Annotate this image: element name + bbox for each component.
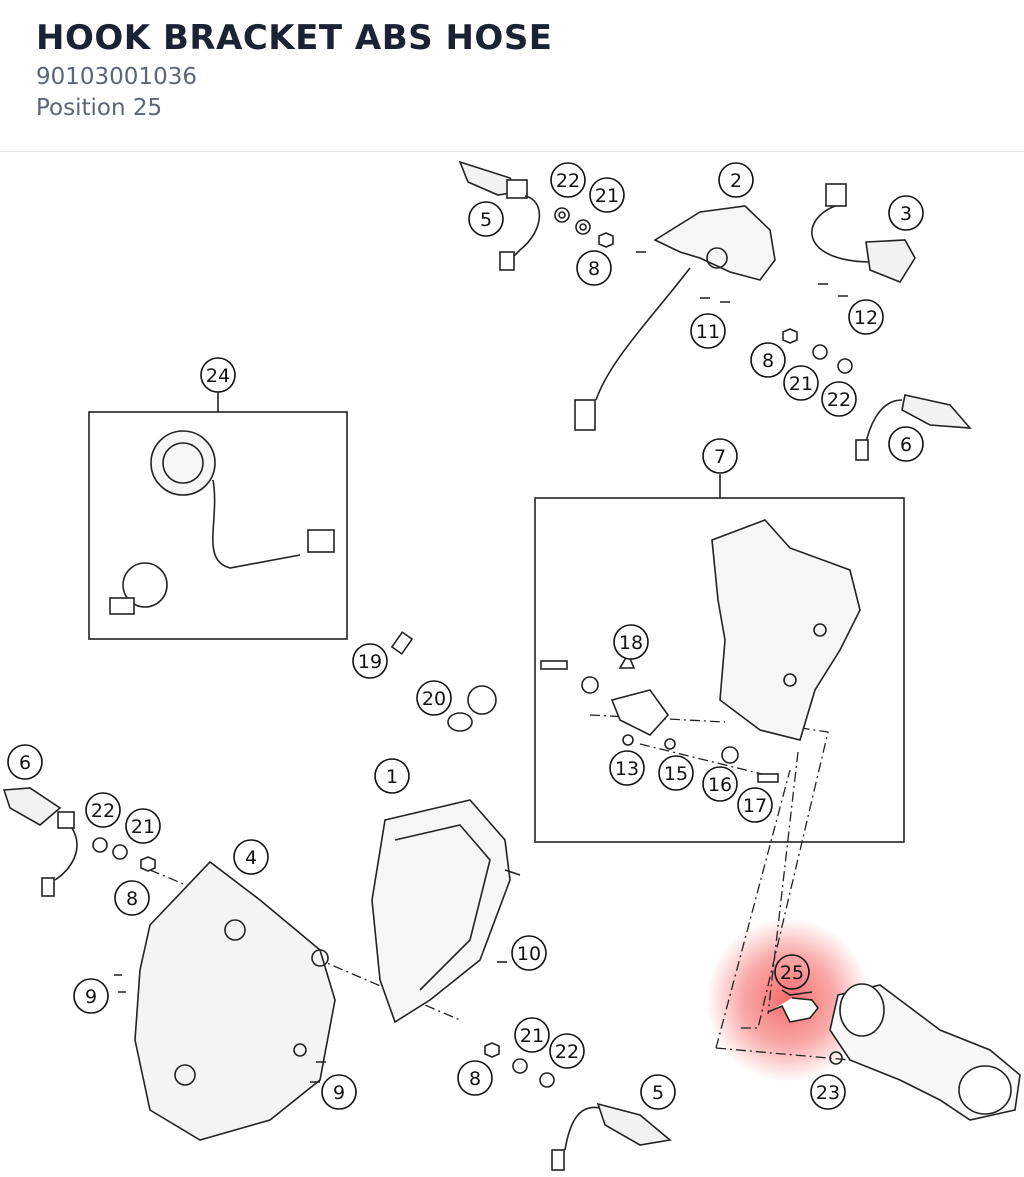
svg-text:8: 8: [126, 888, 138, 910]
svg-text:9: 9: [85, 986, 97, 1008]
headlight-1: [371, 799, 521, 1024]
svg-text:22: 22: [555, 1041, 579, 1063]
bulb-20: [447, 685, 497, 732]
svg-text:20: 20: [422, 688, 446, 710]
callout-6: 6: [888, 426, 924, 462]
callout-11: 11: [690, 313, 726, 349]
svg-text:15: 15: [664, 763, 688, 785]
svg-text:21: 21: [131, 816, 155, 838]
callout-19: 19: [352, 643, 388, 679]
callout-5: 5: [468, 201, 504, 237]
svg-text:8: 8: [762, 350, 774, 372]
turn-signal-5-bottom: [551, 1102, 672, 1171]
callouts: 22 21 2 5 3 8 12 11 8 21 22 24 6 7 18 19…: [7, 162, 924, 1110]
callout-10: 10: [511, 935, 547, 971]
svg-text:6: 6: [19, 752, 31, 774]
svg-text:2: 2: [730, 170, 742, 192]
turn-signal-6-right: [855, 394, 972, 461]
callout-18: 18: [613, 624, 649, 660]
svg-text:13: 13: [615, 758, 639, 780]
callout-22: 22: [549, 1033, 585, 1069]
page-header: HOOK BRACKET ABS HOSE 90103001036 Positi…: [0, 0, 1024, 152]
license-light-3: [811, 183, 916, 283]
hook-bracket-25: [767, 989, 820, 1023]
turn-signal-5-top: [458, 160, 541, 271]
svg-text:8: 8: [588, 258, 600, 280]
callout-1: 1: [374, 758, 410, 794]
position-label: Position 25: [36, 95, 163, 121]
svg-text:12: 12: [854, 307, 878, 329]
callout-8: 8: [750, 342, 786, 378]
callout-8: 8: [457, 1060, 493, 1096]
part-title: HOOK BRACKET ABS HOSE: [36, 18, 553, 58]
bulb-socket-24: [109, 430, 335, 615]
svg-text:7: 7: [714, 446, 726, 468]
svg-text:5: 5: [480, 209, 492, 231]
part-number: 90103001036: [36, 64, 197, 90]
callout-21: 21: [125, 808, 161, 844]
svg-text:5: 5: [652, 1082, 664, 1104]
callout-21: 21: [589, 177, 625, 213]
svg-text:25: 25: [780, 962, 804, 984]
callout-13: 13: [609, 750, 645, 786]
svg-text:21: 21: [789, 373, 813, 395]
svg-text:10: 10: [517, 943, 541, 965]
callout-22: 22: [821, 381, 857, 417]
bulb-19: [390, 631, 414, 655]
fork-clamp-assembly: [829, 983, 1021, 1121]
svg-text:22: 22: [556, 170, 580, 192]
highlight-glow: [706, 918, 870, 1082]
svg-text:18: 18: [619, 632, 643, 654]
turn-signal-6-left: [2, 787, 78, 897]
svg-text:23: 23: [816, 1082, 840, 1104]
callout-7: 7: [702, 438, 738, 474]
callout-2: 2: [718, 162, 754, 198]
callout-21: 21: [514, 1017, 550, 1053]
callout-8: 8: [114, 880, 150, 916]
svg-text:11: 11: [696, 321, 720, 343]
svg-text:9: 9: [333, 1082, 345, 1104]
callout-22: 22: [85, 792, 121, 828]
callout-21: 21: [783, 365, 819, 401]
svg-text:17: 17: [743, 795, 767, 817]
callout-23: 23: [810, 1074, 846, 1110]
svg-text:4: 4: [245, 847, 257, 869]
svg-text:6: 6: [900, 434, 912, 456]
svg-text:8: 8: [469, 1068, 481, 1090]
callout-22: 22: [550, 162, 586, 198]
callout-20: 20: [416, 680, 452, 716]
callout-24: 24: [200, 357, 236, 393]
instrument-bracket-2: [574, 205, 776, 431]
svg-text:21: 21: [595, 185, 619, 207]
headlight-mask-4: [134, 860, 336, 1141]
exploded-parts-diagram: 22 21 2 5 3 8 12 11 8 21 22 24 6 7 18 19…: [2, 160, 1021, 1171]
callout-12: 12: [848, 299, 884, 335]
callout-4: 4: [233, 839, 269, 875]
callout-25: 25: [774, 954, 810, 990]
callout-17: 17: [737, 787, 773, 823]
svg-text:3: 3: [900, 203, 912, 225]
headlight-bracket-7: [711, 519, 861, 741]
svg-text:22: 22: [91, 800, 115, 822]
callout-5: 5: [640, 1074, 676, 1110]
callout-6: 6: [7, 744, 43, 780]
svg-text:22: 22: [827, 389, 851, 411]
svg-text:1: 1: [386, 766, 398, 788]
callout-15: 15: [658, 755, 694, 791]
callout-8: 8: [576, 250, 612, 286]
svg-text:21: 21: [520, 1025, 544, 1047]
callout-16: 16: [702, 766, 738, 802]
svg-text:16: 16: [708, 774, 732, 796]
svg-text:24: 24: [206, 365, 230, 387]
callout-9: 9: [73, 978, 109, 1014]
callout-3: 3: [888, 195, 924, 231]
callout-9: 9: [321, 1074, 357, 1110]
svg-text:19: 19: [358, 651, 382, 673]
